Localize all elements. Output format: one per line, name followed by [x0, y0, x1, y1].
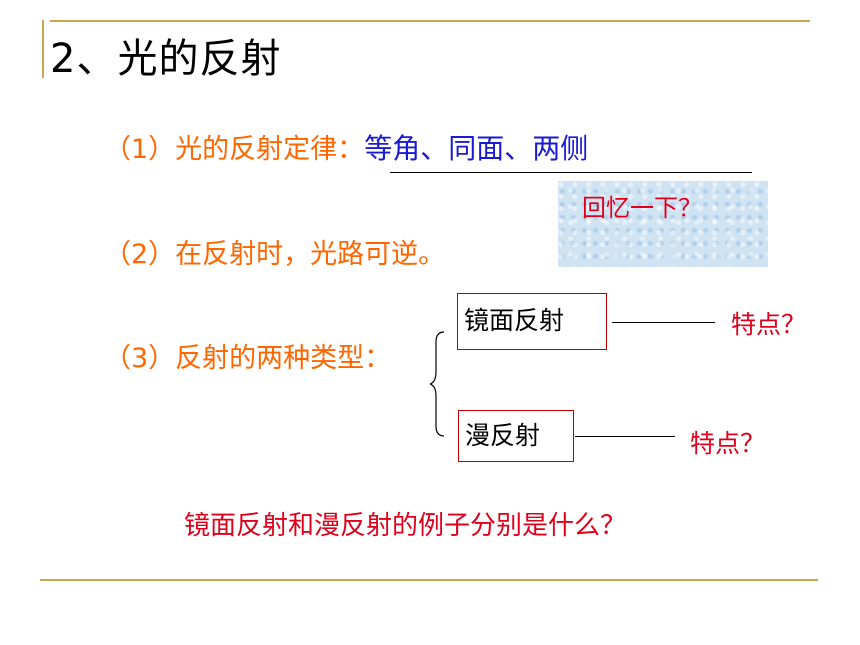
- reflection-law-answer: 等角、同面、两侧: [364, 132, 589, 165]
- recall-box-text: 回忆一下？: [582, 194, 702, 222]
- item-reflection-law-label: （1）光的反射定律：: [104, 134, 365, 165]
- examples-question: 镜面反射和漫反射的例子分别是什么？: [184, 511, 627, 541]
- diffuse-connector-line: [575, 436, 675, 437]
- item-reversible-path: （2）在反射时，光路可逆。: [104, 239, 446, 270]
- recall-box: 回忆一下？: [558, 181, 768, 267]
- specular-connector-line: [612, 322, 715, 323]
- item-reflection-types: （3）反射的两种类型：: [104, 343, 392, 374]
- specular-feature-label: 特点？: [731, 310, 807, 339]
- reflection-law-underline: [390, 172, 752, 173]
- bottom-accent-line: [40, 579, 818, 581]
- specular-reflection-box: 镜面反射: [457, 293, 607, 350]
- left-accent-line: [42, 20, 44, 78]
- type-brace-icon: [430, 331, 445, 437]
- top-accent-line: [50, 20, 810, 22]
- diffuse-feature-label: 特点？: [690, 429, 766, 458]
- diffuse-reflection-box: 漫反射: [458, 410, 574, 462]
- slide-title: 2、光的反射: [50, 36, 282, 82]
- item-reflection-law: （1）光的反射定律：等角、同面、两侧: [104, 127, 588, 167]
